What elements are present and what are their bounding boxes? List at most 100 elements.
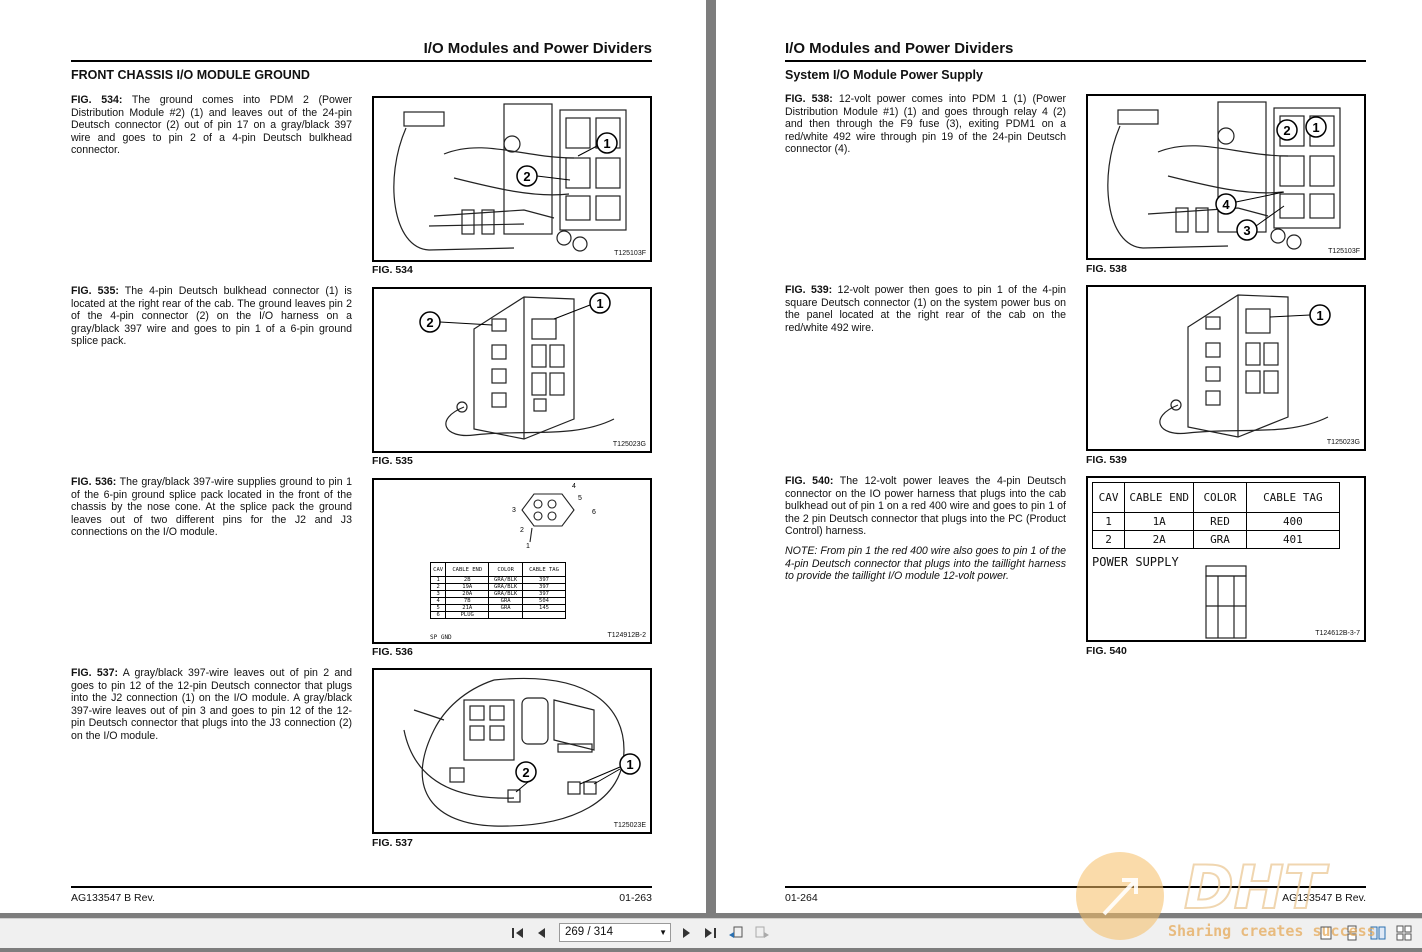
page-number-input[interactable]: 269 / 314 ▼ <box>559 923 671 942</box>
callout-1: 1 <box>579 753 641 785</box>
page-header-title: I/O Modules and Power Dividers <box>423 40 652 57</box>
footer-page-number: 01-263 <box>619 892 652 904</box>
bulkhead-panel-diagram: 1 2 <box>419 292 615 440</box>
fig-534-caption: FIG. 534 <box>372 264 413 276</box>
fig-text: A gray/black 397-wire leaves out of pin … <box>71 667 353 742</box>
figure-code: T125023E <box>613 822 646 829</box>
fig-label: FIG. 536: <box>71 476 117 488</box>
footer-doc-number: AG133547 B Rev. <box>71 892 155 904</box>
fig-538-caption: FIG. 538 <box>1086 263 1127 275</box>
footer-rule <box>785 886 1366 888</box>
fig-539-description: FIG. 539: 12-volt power then goes to pin… <box>785 284 1066 334</box>
next-page-icon[interactable] <box>678 925 694 941</box>
splice-table-footer: SP GND <box>430 634 452 641</box>
page-indicator: 269 / 314 <box>565 926 613 938</box>
svg-text:2: 2 <box>1283 123 1290 138</box>
svg-text:1: 1 <box>1316 308 1323 323</box>
fig-label: FIG. 538: <box>785 93 833 105</box>
left-page: I/O Modules and Power Dividers FRONT CHA… <box>0 0 706 913</box>
table-header: COLOR <box>1193 482 1247 513</box>
right-page: I/O Modules and Power Dividers System I/… <box>716 0 1422 913</box>
fig-535-illustration: 1 2 T125023G <box>372 287 652 453</box>
svg-text:1: 1 <box>596 296 603 311</box>
fig-text: 12-volt power comes into PDM 1 (1) (Powe… <box>785 93 1066 156</box>
io-module-diagram: 1 2 <box>403 678 641 827</box>
table-header: CABLE END <box>445 562 490 577</box>
fig-537-illustration: 1 2 T125023E <box>372 668 652 834</box>
fig-535-description: FIG. 535: The 4-pin Deutsch bulkhead con… <box>71 285 352 348</box>
callout-1: 1 <box>1269 304 1331 326</box>
pin-label: 4 <box>572 483 576 490</box>
pin-label: 3 <box>512 507 516 514</box>
callout-2: 2 <box>515 761 537 793</box>
fig-537-caption: FIG. 537 <box>372 837 413 849</box>
last-page-icon[interactable] <box>702 925 718 941</box>
svg-text:4: 4 <box>1222 197 1230 212</box>
svg-text:3: 3 <box>1243 223 1250 238</box>
fig-540-description: FIG. 540: The 12-volt power leaves the 4… <box>785 475 1066 538</box>
svg-text:2: 2 <box>522 765 529 780</box>
fig-label: FIG. 537: <box>71 667 119 679</box>
fig-536-illustration: 1 2 3 4 5 6 CAV CABLE END COLOR CABLE TA… <box>372 478 652 644</box>
chevron-down-icon[interactable]: ▼ <box>659 928 667 937</box>
callout-2: 2 <box>516 165 571 187</box>
single-page-view-icon[interactable] <box>1318 925 1334 941</box>
fig-label: FIG. 534: <box>71 94 123 106</box>
figure-code: T125103F <box>1328 248 1360 255</box>
first-page-icon[interactable] <box>510 925 526 941</box>
fig-534-description: FIG. 534: The ground comes into PDM 2 (P… <box>71 94 352 157</box>
wiring-diagram: 1 2 <box>393 103 627 252</box>
fig-537-description: FIG. 537: A gray/black 397-wire leaves o… <box>71 667 352 743</box>
section-title: System I/O Module Power Supply <box>785 68 983 82</box>
viewer-toolbar: 269 / 314 ▼ <box>0 918 1422 948</box>
splice-pack-connector-diagram: 1 2 3 4 5 6 <box>512 483 596 550</box>
table-header: CABLE TAG <box>1245 482 1341 513</box>
page-header-title: I/O Modules and Power Dividers <box>785 40 1014 57</box>
table-header: CAV <box>1091 482 1126 513</box>
system-power-bus-diagram: 1 <box>1159 294 1331 438</box>
fig-label: FIG. 540: <box>785 475 834 487</box>
callout-1: 1 <box>553 292 611 320</box>
go-back-icon[interactable] <box>728 925 744 941</box>
two-page-view-icon[interactable] <box>1370 925 1386 941</box>
callout-1: 1 <box>1305 116 1327 138</box>
fig-536-description: FIG. 536: The gray/black 397-wire suppli… <box>71 476 352 539</box>
pin-label: 6 <box>592 509 596 516</box>
figure-code: T124612B-3-7 <box>1315 630 1360 637</box>
fig-540-caption: FIG. 540 <box>1086 645 1127 657</box>
fig-text: The gray/black 397-wire supplies ground … <box>71 476 352 539</box>
figure-code: T125103F <box>614 250 646 257</box>
header-rule <box>71 60 652 62</box>
table-header: CAV <box>429 562 447 577</box>
callout-1: 1 <box>577 132 618 157</box>
go-forward-icon[interactable] <box>754 925 770 941</box>
footer-page-number: 01-264 <box>785 892 818 904</box>
svg-text:1: 1 <box>603 136 610 151</box>
fig-text: The 4-pin Deutsch bulkhead connector (1)… <box>71 285 352 348</box>
fig-label: FIG. 539: <box>785 284 833 296</box>
fig-538-illustration: 1 2 3 4 T125103F <box>1086 94 1366 260</box>
svg-text:1: 1 <box>1312 120 1319 135</box>
two-pin-connector-drawing <box>1205 565 1247 639</box>
figure-code: T124912B-2 <box>607 632 646 639</box>
section-title: FRONT CHASSIS I/O MODULE GROUND <box>71 68 310 82</box>
continuous-view-icon[interactable] <box>1344 925 1360 941</box>
callout-2: 2 <box>1276 119 1298 141</box>
fig-536-caption: FIG. 536 <box>372 646 413 658</box>
previous-page-icon[interactable] <box>534 925 550 941</box>
footer-rule <box>71 886 652 888</box>
pin-label: 2 <box>520 527 524 534</box>
facing-pages-view-icon[interactable] <box>1396 925 1412 941</box>
wiring-diagram: 1 2 3 4 <box>1107 101 1341 250</box>
header-rule <box>785 60 1366 62</box>
fig-539-illustration: 1 T125023G <box>1086 285 1366 451</box>
svg-text:2: 2 <box>426 315 433 330</box>
svg-text:1: 1 <box>626 757 633 772</box>
